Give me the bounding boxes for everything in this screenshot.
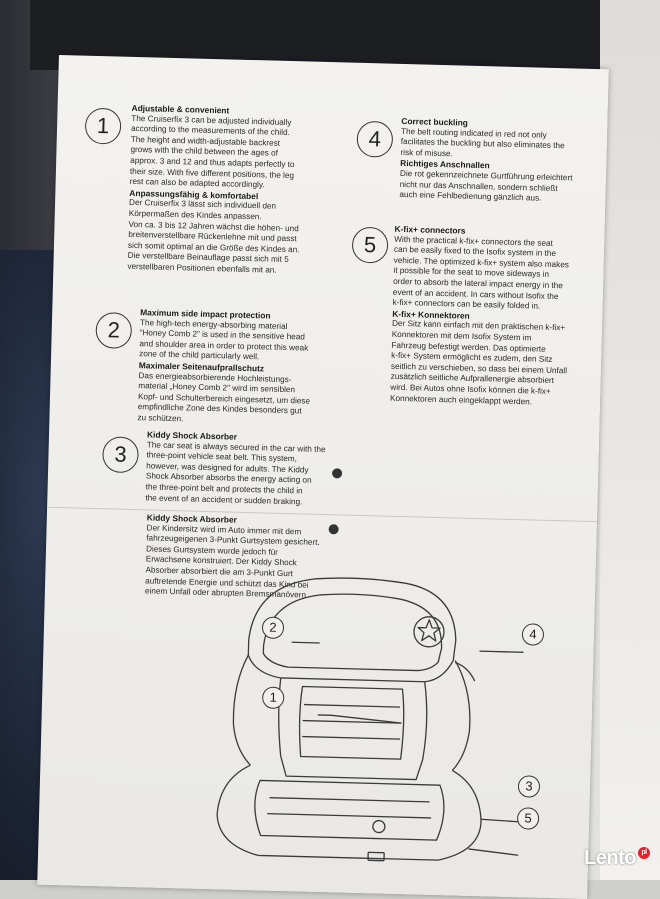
kiddy-logo-star — [417, 619, 441, 642]
leader-2 — [291, 641, 320, 644]
section-1-body-de: Der Cruiserfix 3 lässt sich individuell … — [127, 198, 339, 278]
section-5-text: K-fix+ connectors With the practical k-f… — [390, 224, 591, 409]
belt-guide — [454, 661, 476, 682]
cushion-stitch-2 — [267, 813, 432, 819]
section-1-text: Adjustable & convenient The Cruiserfix 3… — [127, 103, 341, 278]
seat-right-wing — [451, 660, 471, 771]
background-right — [600, 0, 660, 880]
section-4-body-en: The belt routing indicated in red not on… — [400, 127, 591, 164]
section-5-body-en: With the practical k-fix+ connectors the… — [392, 234, 590, 313]
seat-cushion — [254, 779, 445, 841]
seat-left-armrest — [216, 764, 482, 861]
lento-watermark-text: Lento — [584, 847, 636, 869]
section-2-text: Maximum side impact protection The high-… — [137, 307, 340, 429]
section-number-3: 3 — [102, 436, 139, 474]
seat-left-wing — [232, 654, 251, 766]
leader-1 — [317, 714, 402, 724]
section-5-body-de: Der Sitz kann einfach mit den praktische… — [390, 319, 588, 409]
section-number-5: 5 — [351, 226, 389, 264]
diagram-callout-4: 4 — [521, 623, 545, 646]
section-number-4: 4 — [356, 120, 394, 158]
backrest-stitch-1 — [304, 703, 401, 708]
cushion-logo — [372, 819, 386, 834]
backrest-stitch-2 — [302, 719, 401, 724]
seat-headrest-outline — [247, 577, 457, 683]
leader-5 — [468, 848, 526, 858]
diagram-callout-5: 5 — [516, 807, 540, 830]
cushion-stitch-1 — [269, 797, 430, 803]
leader-4 — [479, 650, 524, 653]
kiddy-logo-circle — [413, 616, 445, 648]
section-4-body-de: Die rot gekennzeichnete Gurtführung erle… — [399, 169, 590, 206]
instruction-leaflet: 1 Adjustable & convenient The Cruiserfix… — [37, 54, 609, 899]
car-seat-diagram — [216, 577, 526, 862]
section-number-1: 1 — [84, 107, 122, 145]
seat-headrest-inner — [262, 593, 443, 672]
section-2-body-de: Das energieabsorbierende Hochleistungs-m… — [137, 371, 338, 429]
backrest-stitch-3 — [302, 735, 401, 740]
section-1-body-en: The Cruiserfix 3 can be adjusted individ… — [130, 113, 342, 193]
lento-watermark-suffix: pl — [638, 847, 650, 859]
section-4-text: Correct buckling The belt routing indica… — [399, 116, 591, 206]
section-3-body-en: The car seat is always secured in the ca… — [145, 440, 347, 509]
seat-backrest-inner — [298, 685, 405, 760]
diagram-callout-3: 3 — [517, 775, 541, 798]
section-2-body-en: The high-tech energy-absorbing material“… — [139, 318, 340, 366]
buckle — [367, 851, 385, 862]
section-number-2: 2 — [95, 312, 133, 349]
section-3-text-en: Kiddy Shock Absorber The car seat is alw… — [145, 429, 347, 508]
